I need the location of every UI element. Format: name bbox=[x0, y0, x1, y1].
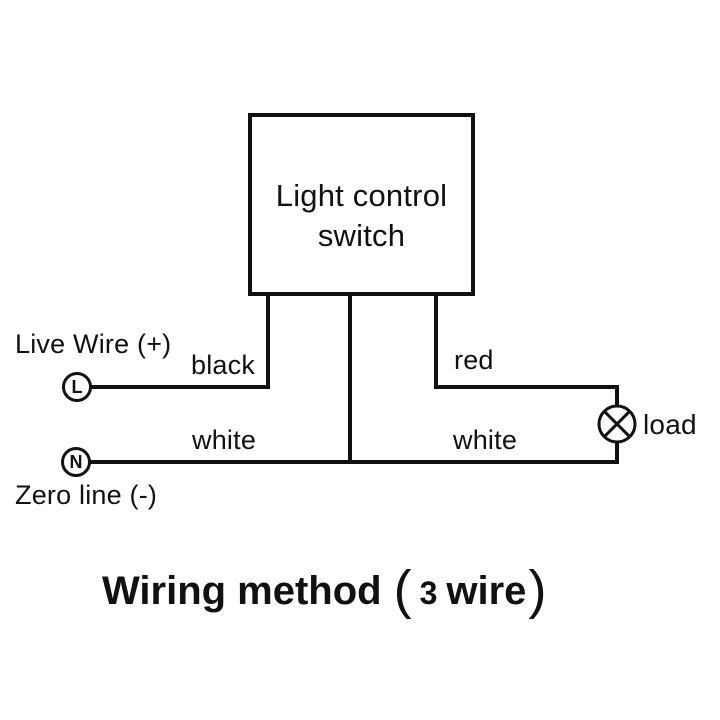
live-wire-label: Live Wire (+) bbox=[15, 329, 172, 359]
wire-white-right-label: white bbox=[453, 425, 518, 455]
terminal-n-badge: N bbox=[61, 447, 91, 477]
wire-black-vertical bbox=[266, 294, 270, 389]
wire-black-horizontal bbox=[90, 385, 270, 389]
title-text: Wiring method bbox=[102, 569, 382, 613]
terminal-l-badge: L bbox=[62, 372, 92, 402]
switch-box-label-line1: Light control bbox=[275, 177, 448, 213]
zero-line-label: Zero line (-) bbox=[15, 480, 158, 510]
title-wire-count: 3 bbox=[419, 575, 438, 611]
wire-black-label: black bbox=[191, 350, 256, 380]
terminal-n-symbol: N bbox=[69, 451, 83, 472]
title-wire-word: wire bbox=[446, 569, 527, 613]
title-paren-open: ( bbox=[393, 560, 412, 620]
wire-white-horizontal bbox=[90, 460, 619, 464]
title-paren-close: ) bbox=[528, 560, 547, 620]
wire-white-left-label: white bbox=[192, 425, 257, 455]
wire-red-horizontal bbox=[434, 385, 619, 389]
terminal-l-symbol: L bbox=[71, 376, 83, 397]
diagram-title: Wiring method ( 3 wire ) bbox=[102, 560, 622, 620]
load-lamp-icon bbox=[597, 404, 637, 444]
wire-lamp-bottom-stub bbox=[615, 441, 619, 464]
wire-lamp-top-stub bbox=[615, 385, 619, 407]
wire-red-vertical bbox=[434, 294, 438, 389]
wire-white-vertical bbox=[348, 294, 352, 464]
switch-box-label-line2: switch bbox=[317, 217, 406, 253]
light-control-switch-box: Light control switch bbox=[248, 113, 475, 296]
load-label: load bbox=[643, 409, 697, 440]
wire-red-label: red bbox=[454, 345, 494, 375]
